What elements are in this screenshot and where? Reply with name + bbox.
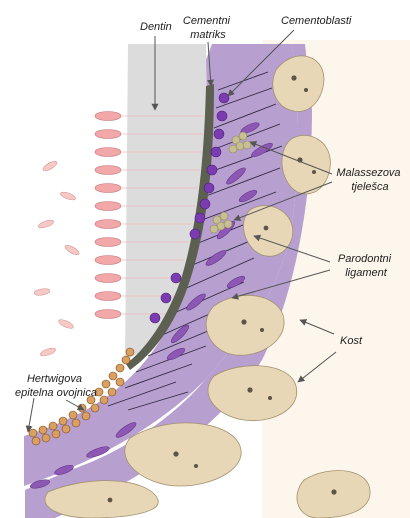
label-hertwigova-epitelna-ovojnica: Hertwigova epitelna ovojnica [15,373,97,399]
label-cementoblasti: Cementoblasti [281,15,352,27]
label-cementni-matriks: Cementni matriks [183,15,233,41]
label-kost: Kost [340,335,363,347]
label-dentin: Dentin [140,21,172,33]
odontoblasts [95,112,121,319]
pulp-cells [34,159,81,357]
